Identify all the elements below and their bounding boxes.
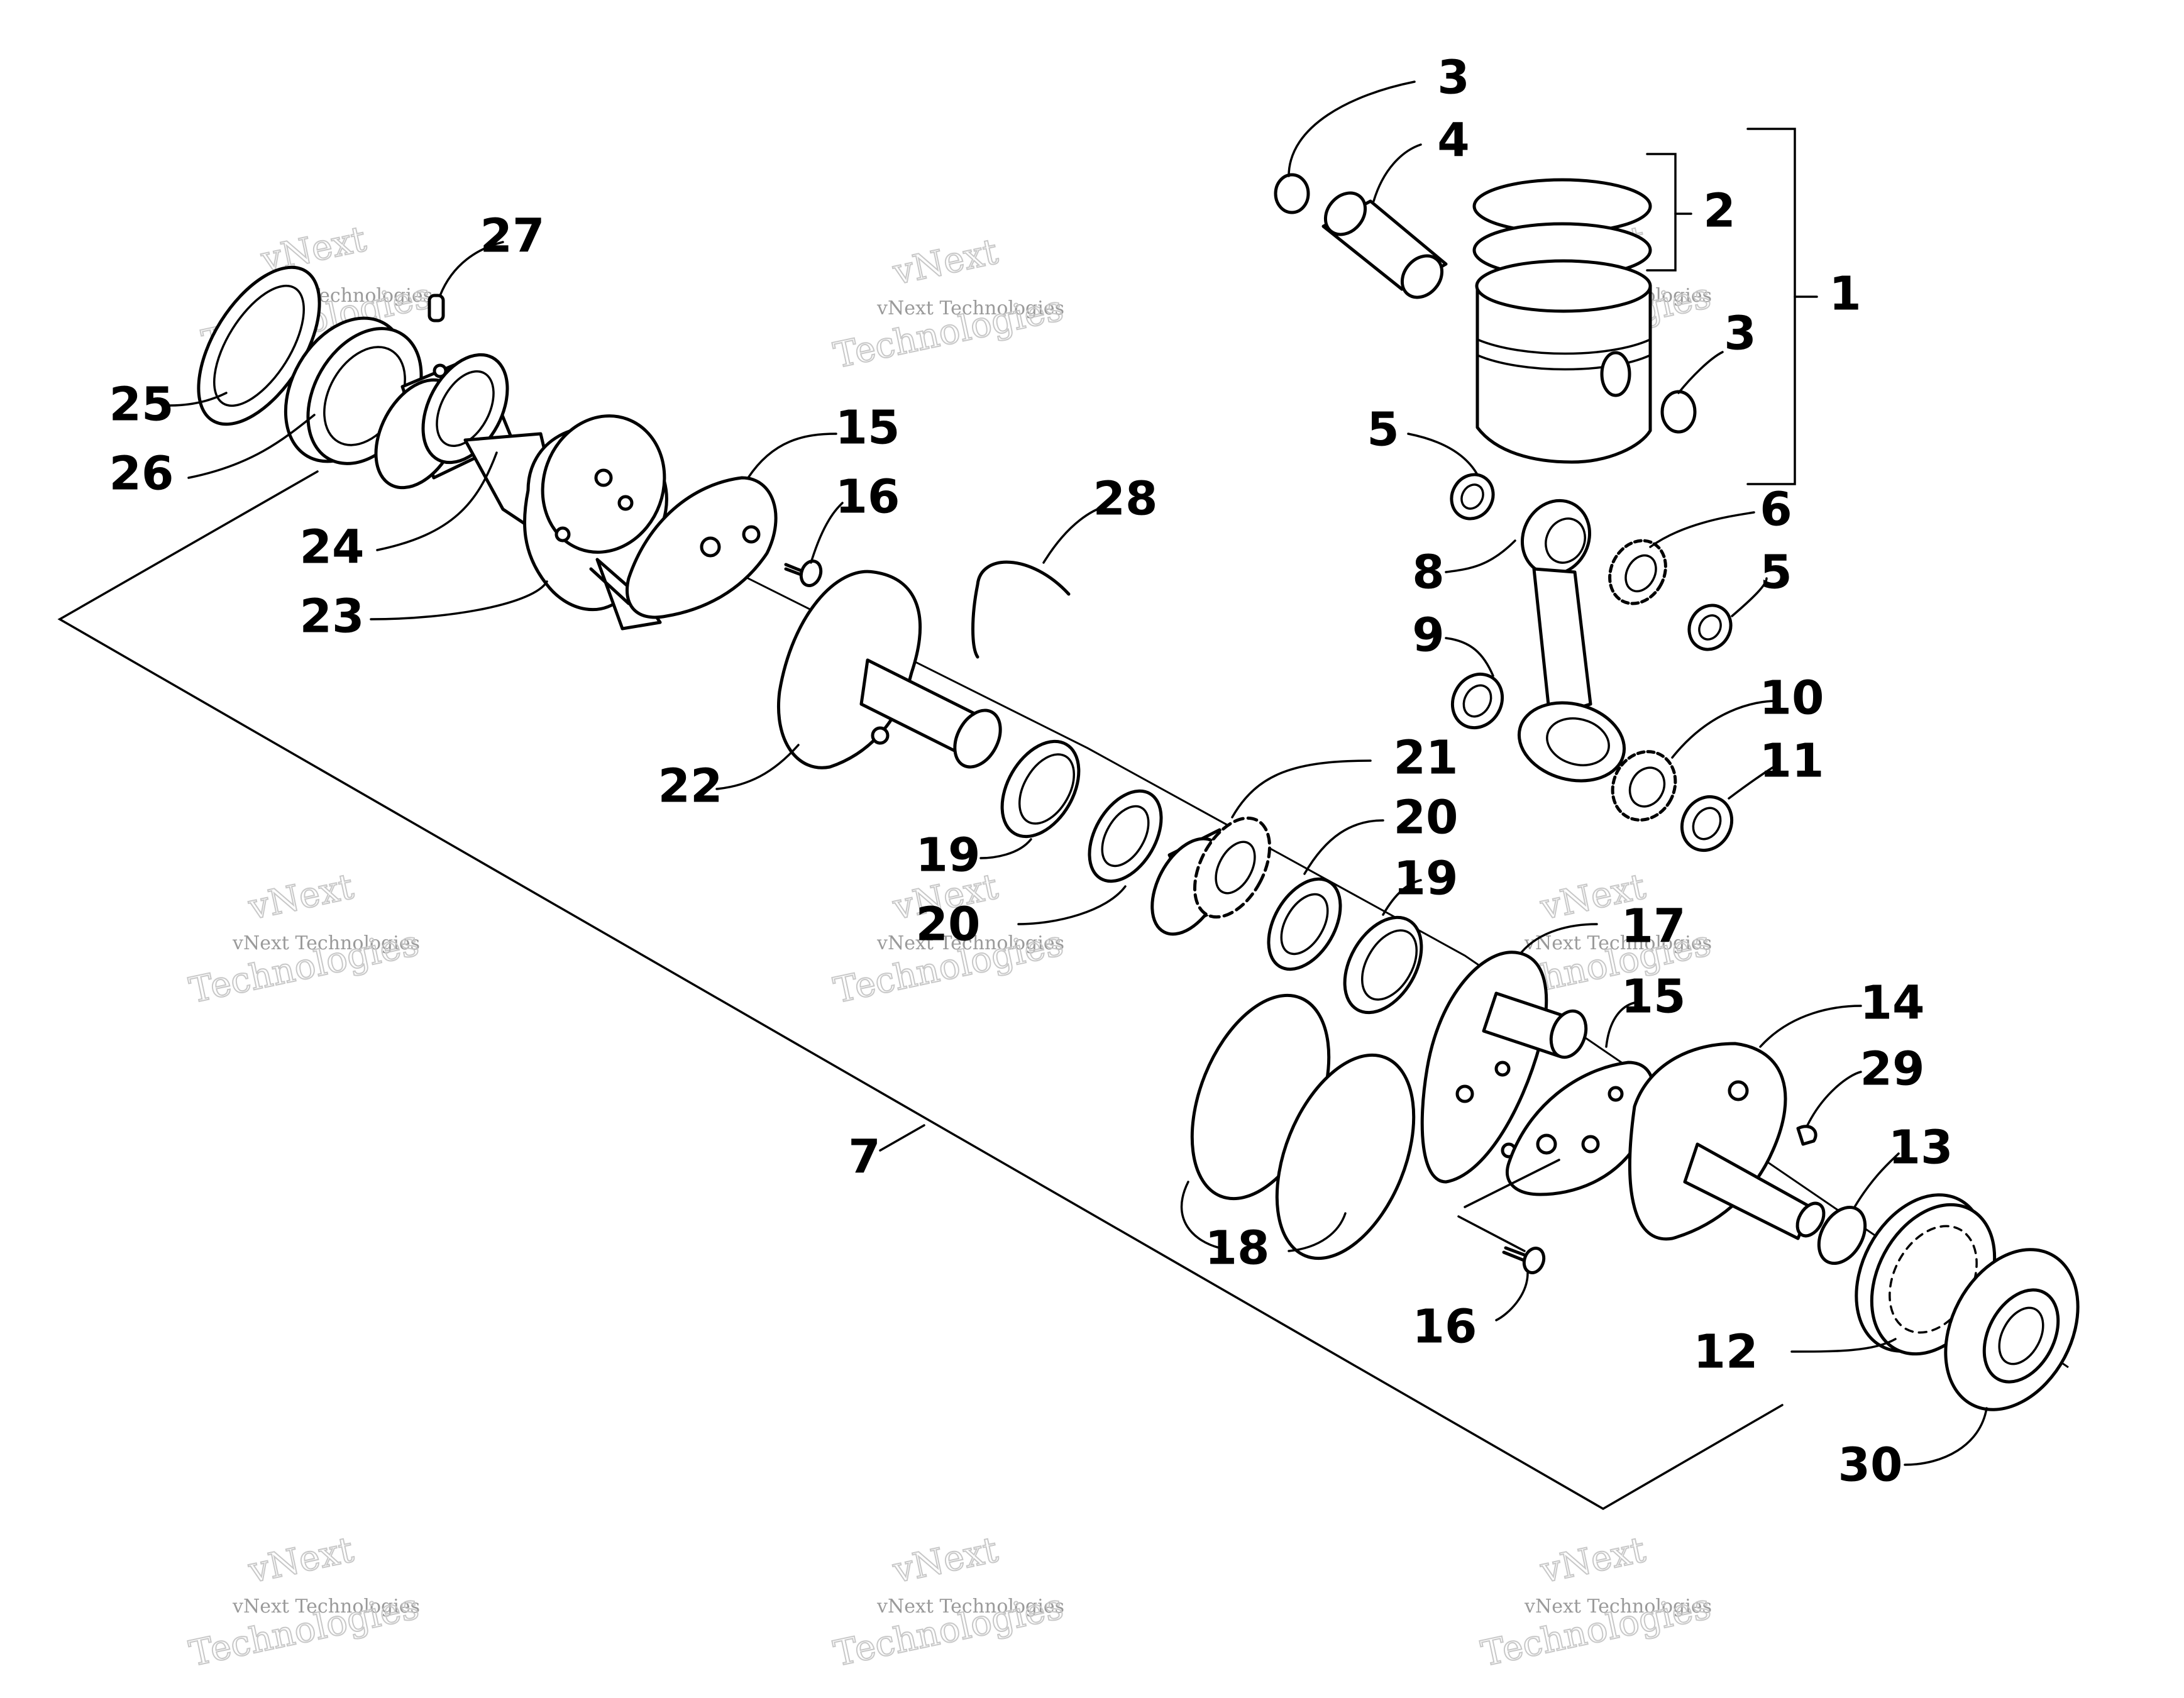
svg-text:vNext Technologies: vNext Technologies xyxy=(1524,932,1712,954)
part-30-seal xyxy=(1944,1248,2080,1411)
part-20-washer-right xyxy=(1267,877,1342,971)
svg-text:vNext Technologies: vNext Technologies xyxy=(876,297,1064,319)
part-9-washer xyxy=(1450,672,1504,730)
part-19-bearing-right xyxy=(1343,915,1423,1015)
callout-15: 15 xyxy=(1621,970,1686,1024)
part-16-screw-lower xyxy=(1502,1246,1546,1274)
callout-5: 5 xyxy=(1367,403,1399,457)
part-5-washer-upper xyxy=(1450,473,1495,521)
callout-26: 26 xyxy=(109,447,174,501)
callout-1: 1 xyxy=(1829,267,1861,321)
callout-5: 5 xyxy=(1760,546,1792,600)
bracket-2 xyxy=(1646,153,1677,272)
callout-23: 23 xyxy=(300,590,365,644)
svg-text:vNext: vNext xyxy=(889,231,1001,294)
part-17-crank-web xyxy=(1420,951,1588,1184)
part-11-washer xyxy=(1680,795,1734,852)
part-8-connecting-rod xyxy=(1517,499,1626,783)
svg-text:vNext Technologies: vNext Technologies xyxy=(232,1596,420,1618)
callout-19: 19 xyxy=(1394,852,1459,906)
callout-14: 14 xyxy=(1860,976,1925,1030)
part-13-snap-ring xyxy=(1817,1205,1867,1265)
callout-24: 24 xyxy=(300,521,365,575)
part-6-needle-bearing xyxy=(1608,539,1667,605)
svg-text:vNext Technologies: vNext Technologies xyxy=(232,932,420,954)
leader-lines xyxy=(168,80,1988,1466)
callout-20: 20 xyxy=(916,898,981,952)
callout-10: 10 xyxy=(1760,671,1824,725)
callout-17: 17 xyxy=(1621,900,1686,954)
callout-7: 7 xyxy=(848,1130,881,1184)
part-19-bearing-left xyxy=(1000,739,1081,839)
callout-19: 19 xyxy=(916,829,981,883)
watermark: vNext vNext Technologies Technologies xyxy=(185,1529,423,1675)
part-5-washer-lower xyxy=(1687,604,1733,651)
watermark: vNext vNext Technologies Technologies xyxy=(1477,1529,1715,1675)
callout-6: 6 xyxy=(1760,483,1792,537)
callout-labels: 1 2 3 3 4 5 5 6 7 8 9 10 11 12 13 14 15 … xyxy=(109,51,1953,1492)
callout-15: 15 xyxy=(836,401,900,455)
callout-20: 20 xyxy=(1394,791,1459,845)
callout-28: 28 xyxy=(1093,472,1158,526)
assembly-bracket-7 xyxy=(57,470,1784,1511)
callout-29: 29 xyxy=(1860,1042,1925,1096)
part-28-ring xyxy=(971,560,1071,659)
svg-text:vNext Technologies: vNext Technologies xyxy=(876,932,1064,954)
part-15-counterweight-upper xyxy=(626,476,778,619)
callout-11: 11 xyxy=(1760,734,1824,788)
svg-text:vNext Technologies: vNext Technologies xyxy=(876,1596,1064,1618)
callout-18: 18 xyxy=(1205,1221,1270,1276)
callout-16: 16 xyxy=(1413,1300,1477,1354)
part-4-piston-pin xyxy=(1321,191,1448,299)
watermark: vNext vNext Technologies Technologies xyxy=(185,866,423,1012)
callout-3: 3 xyxy=(1724,307,1757,361)
part-18-rings xyxy=(1190,993,1416,1260)
callout-4: 4 xyxy=(1437,114,1470,168)
watermark: vNext vNext Technologies Technologies xyxy=(830,231,1067,377)
part-23-crank-half xyxy=(463,414,668,631)
part-16-screw-upper xyxy=(784,560,823,587)
part-1-piston xyxy=(1475,259,1652,464)
callout-21: 21 xyxy=(1394,731,1459,785)
callout-9: 9 xyxy=(1412,609,1445,663)
callout-22: 22 xyxy=(658,759,723,813)
part-3-circlip-lower xyxy=(1660,390,1697,434)
part-21-gear xyxy=(1150,816,1272,936)
part-14-crank-half xyxy=(1628,1042,1826,1241)
svg-text:vNext Technologies: vNext Technologies xyxy=(1524,1596,1712,1618)
callout-3: 3 xyxy=(1437,51,1470,105)
callout-27: 27 xyxy=(480,209,545,263)
callout-12: 12 xyxy=(1694,1325,1758,1379)
watermark: vNext vNext Technologies Technologies xyxy=(830,1529,1067,1675)
callout-30: 30 xyxy=(1838,1438,1903,1492)
part-29-key xyxy=(1796,1125,1817,1146)
callout-8: 8 xyxy=(1412,546,1445,600)
callout-2: 2 xyxy=(1703,184,1736,238)
svg-text:vNext: vNext xyxy=(889,1530,1001,1592)
part-3-circlip-top xyxy=(1274,173,1310,214)
svg-text:vNext: vNext xyxy=(245,866,357,929)
part-22-crank-web xyxy=(777,570,1002,769)
callout-13: 13 xyxy=(1889,1121,1953,1175)
part-10-needle-bearing xyxy=(1611,750,1677,822)
part-20-washer-left xyxy=(1088,789,1163,883)
svg-text:vNext: vNext xyxy=(1536,1530,1649,1592)
part-27-dowel-pin xyxy=(427,294,445,323)
part-15-counterweight-lower xyxy=(1506,1061,1655,1196)
callout-16: 16 xyxy=(836,470,900,524)
svg-text:vNext: vNext xyxy=(245,1530,357,1592)
callout-25: 25 xyxy=(109,378,174,432)
bracket-1 xyxy=(1746,128,1796,485)
